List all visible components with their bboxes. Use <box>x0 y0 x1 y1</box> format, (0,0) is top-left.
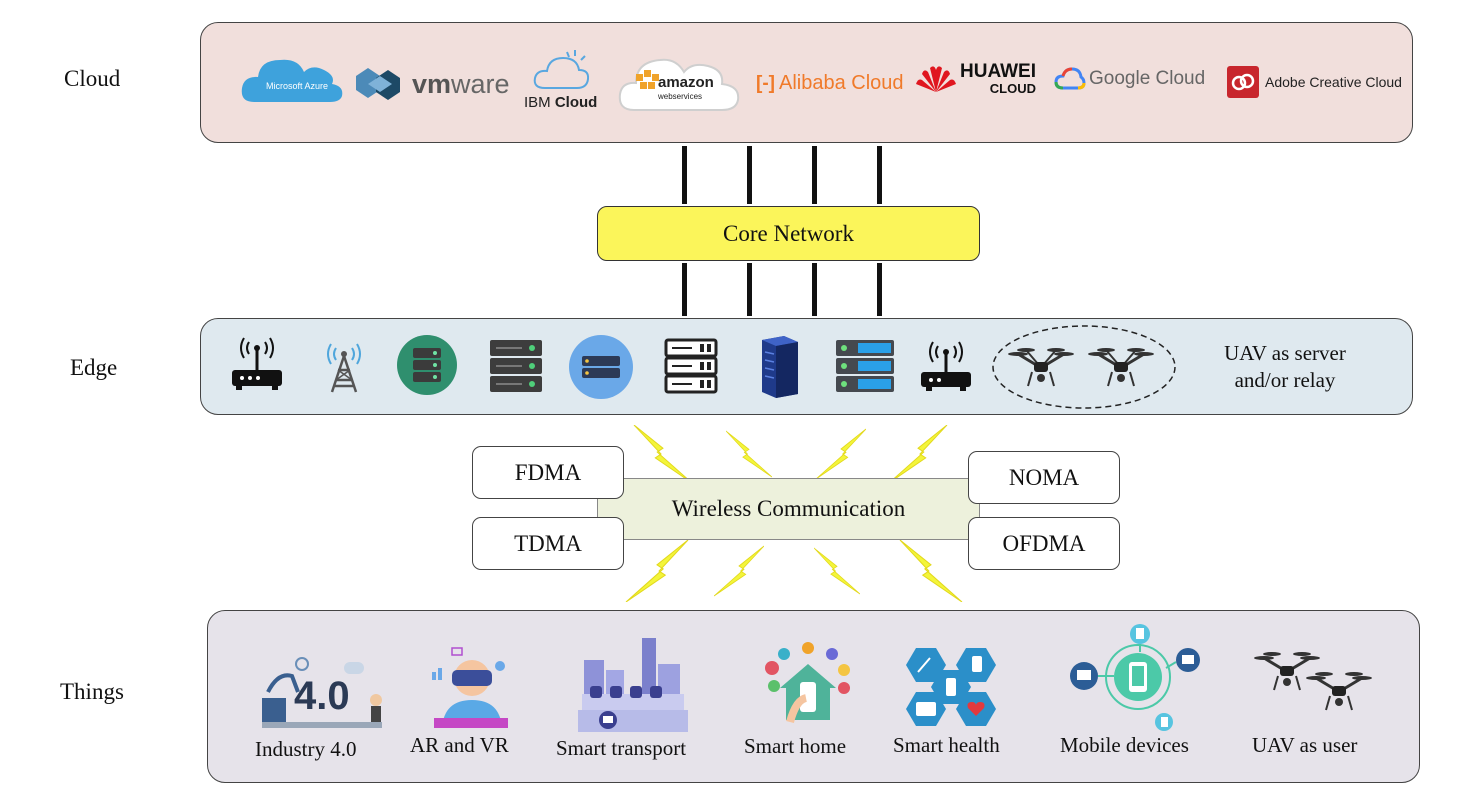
cloud-panel <box>200 22 1413 143</box>
cloud-layer-label: Cloud <box>64 66 121 91</box>
google-cloud-text: Google Cloud <box>1089 68 1206 89</box>
lightning-bolt-icon <box>888 425 948 483</box>
drone-icon <box>1008 346 1074 390</box>
core-edge-link-3 <box>812 263 817 316</box>
cloud-core-link-3 <box>812 146 817 204</box>
wifi-router-icon <box>918 340 974 394</box>
lightning-bolt-icon <box>814 547 860 595</box>
ar-vr-icon <box>426 644 516 734</box>
server-stack-icon <box>664 338 718 394</box>
lightning-bolt-icon <box>633 425 693 483</box>
cloud-core-link-2 <box>747 146 752 204</box>
huawei-cloud-logo: HUAWEI CLOUD <box>916 62 1036 96</box>
core-network-box: Core Network <box>597 206 980 261</box>
server-circle-green-icon <box>396 334 458 396</box>
lightning-bolt-icon <box>899 540 963 602</box>
lightning-bolt-icon <box>714 545 764 597</box>
ofdma-label: OFDMA <box>1002 530 1086 556</box>
azure-label: Microsoft Azure <box>266 81 329 91</box>
lightning-bolt-icon <box>816 428 866 480</box>
core-network-label: Core Network <box>723 220 854 246</box>
uav-user-label: UAV as user <box>1252 733 1358 757</box>
mobile-devices-label: Mobile devices <box>1060 733 1189 757</box>
alibaba-cloud-logo: [-] Alibaba Cloud <box>756 72 904 94</box>
edge-layer-label: Edge <box>70 355 118 380</box>
ibm-cloud-text: Cloud <box>554 94 598 111</box>
core-edge-link-4 <box>877 263 882 316</box>
router-icon <box>228 336 286 392</box>
huawei-text: HUAWEI <box>960 61 1036 82</box>
amazon-text: amazon <box>658 74 714 91</box>
uav-server-line1: UAV as server <box>1224 341 1346 365</box>
wireless-communication-label: Wireless Communication <box>671 496 906 521</box>
alibaba-text: Alibaba Cloud <box>778 72 904 94</box>
core-edge-link-1 <box>682 263 687 316</box>
azure-logo: Microsoft Azure <box>240 50 344 104</box>
ar-vr-label: AR and VR <box>410 733 509 757</box>
amazon-logo: amazon webservices <box>618 48 742 114</box>
smart-health-icon <box>896 646 1018 728</box>
smart-transport-icon <box>578 634 688 734</box>
lightning-bolt-icon <box>726 430 772 478</box>
things-layer-label: Things <box>60 679 124 704</box>
drone-icon <box>1254 650 1320 694</box>
smart-home-label: Smart home <box>744 734 847 758</box>
noma-box: NOMA <box>968 451 1120 504</box>
ofdma-box: OFDMA <box>968 517 1120 570</box>
google-cloud-logo: Google Cloud <box>1054 67 1206 90</box>
uav-edge-group <box>990 323 1178 411</box>
server-blue-panels-icon <box>834 338 896 396</box>
adobe-cc-logo: Adobe Creative Cloud <box>1227 66 1402 98</box>
noma-label: NOMA <box>1008 464 1080 490</box>
smart-home-icon <box>760 642 856 724</box>
tdma-label: TDMA <box>514 530 582 556</box>
drone-icon <box>1088 346 1154 390</box>
cloud-core-link-1 <box>682 146 687 204</box>
tdma-box: TDMA <box>472 517 624 570</box>
lightning-bolt-icon <box>625 540 689 602</box>
uav-server-line2: and/or relay <box>1234 368 1336 392</box>
drone-icon <box>1306 670 1372 714</box>
industry-40-badge: 4.0 <box>294 674 350 718</box>
server-rack-icon <box>488 338 544 394</box>
fdma-label: FDMA <box>514 459 582 485</box>
wireless-communication-box: Wireless Communication <box>597 478 980 540</box>
cell-tower-icon <box>318 336 370 394</box>
industry-40-label: Industry 4.0 <box>255 737 357 761</box>
industry-40-icon: 4.0 <box>258 652 386 732</box>
server-tower-icon <box>754 334 802 398</box>
huawei-cloud-text: CLOUD <box>989 81 1036 96</box>
cloud-core-link-4 <box>877 146 882 204</box>
fdma-box: FDMA <box>472 446 624 499</box>
uav-server-relay-text: UAV as server and/or relay <box>1190 340 1380 394</box>
core-edge-link-2 <box>747 263 752 316</box>
ibm-cloud-logo: IBM Cloud <box>524 48 597 111</box>
smart-health-label: Smart health <box>893 733 1000 757</box>
ibm-text: IBM <box>524 94 551 111</box>
server-circle-blue-icon <box>568 334 634 400</box>
mobile-devices-icon <box>1066 622 1208 732</box>
vmware-vm-text: vm <box>412 68 452 99</box>
smart-transport-label: Smart transport <box>556 736 687 760</box>
adobe-text: Adobe Creative Cloud <box>1265 74 1402 90</box>
aws-text: webservices <box>658 92 703 101</box>
vmware-ware-text: ware <box>451 68 510 99</box>
